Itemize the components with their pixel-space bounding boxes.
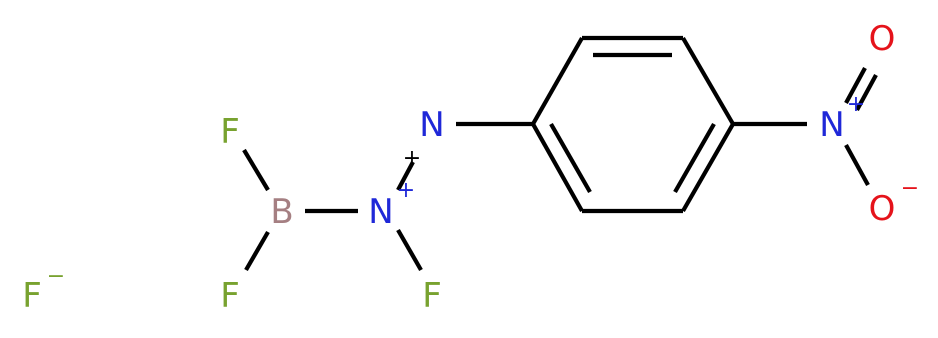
nitrogen-cation-charge: + (397, 178, 415, 203)
atom-fluorine-on-nitrogen: F (422, 276, 442, 316)
atom-nitro-oxygen-top: O (869, 19, 896, 59)
atom-nitro-oxygen-bottom: O (869, 189, 896, 229)
azo-bond-charge: + (403, 146, 421, 171)
atom-nitrogen-cation: N (368, 192, 393, 232)
bond-n-f (396, 228, 423, 272)
ring-bond-3 (681, 36, 735, 126)
ring-bond-6 (531, 122, 584, 213)
atom-azo-nitrogen: N (419, 105, 444, 145)
fluoride-ion-charge: − (47, 264, 65, 289)
atom-fluorine-top: F (220, 112, 240, 152)
bonds (242, 35, 878, 272)
bond-b-f-bottom (244, 230, 270, 272)
ring-double-left (549, 122, 592, 194)
bond-f-b-top (242, 148, 270, 192)
ring-double-right (673, 122, 716, 194)
bond-nitro-o-top-a (844, 66, 867, 105)
ring-bond-1 (531, 36, 584, 126)
atom-boron: B (270, 192, 293, 232)
nitro-oxygen-charge: − (901, 176, 919, 201)
bond-nitro-o-top-b (855, 73, 878, 112)
atoms: F B F N + F N + N + O O − F − (22, 19, 919, 316)
atom-fluoride-ion: F (22, 276, 42, 316)
bond-n-n-azo (396, 161, 415, 191)
atom-nitro-nitrogen: N (819, 105, 844, 145)
ring-bond-4 (681, 122, 735, 213)
atom-fluorine-bottom-left: F (220, 276, 240, 316)
bond-nitro-o-bottom (844, 143, 870, 187)
nitro-nitrogen-charge: + (847, 92, 865, 117)
